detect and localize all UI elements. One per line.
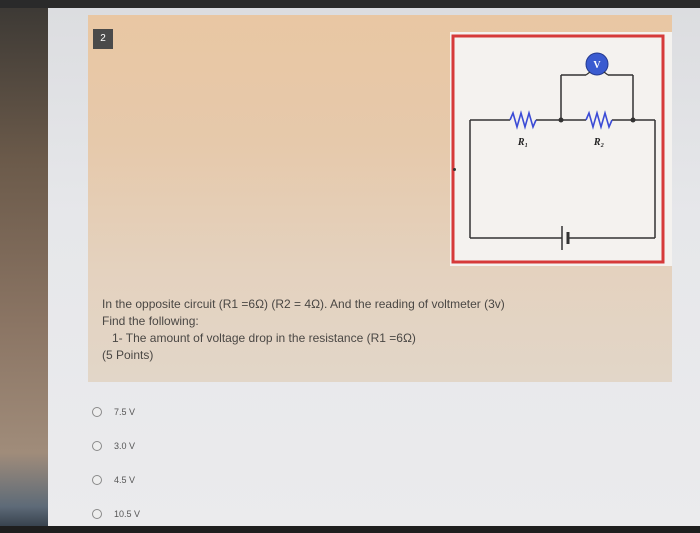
voltmeter-icon: [585, 52, 609, 76]
question-points: (5 Points): [102, 348, 154, 362]
question-line-2: Find the following:: [102, 314, 199, 328]
option-4[interactable]: 10.5 V: [92, 506, 140, 522]
radio-button[interactable]: [92, 441, 102, 451]
option-label: 7.5 V: [114, 407, 136, 417]
circuit-diagram: V R₁ R₂: [450, 32, 672, 266]
resistor-r1: [509, 110, 537, 130]
voltmeter-lead-right: [603, 71, 609, 76]
option-label: 3.0 V: [114, 441, 136, 451]
radio-button[interactable]: [92, 407, 102, 417]
question-number-badge: 2: [93, 29, 113, 49]
radio-button[interactable]: [92, 509, 102, 519]
question-line-3: 1- The amount of voltage drop in the res…: [112, 331, 416, 345]
voltmeter-lead-left: [585, 71, 591, 76]
question-text: In the opposite circuit (R1 =6Ω) (R2 = 4…: [102, 296, 572, 364]
circuit-svg: V R₁ R₂: [451, 34, 665, 264]
option-label: 4.5 V: [114, 475, 136, 485]
voltmeter-label: V: [593, 60, 601, 71]
option-1[interactable]: 7.5 V: [92, 404, 135, 420]
diagram-frame: [451, 34, 665, 264]
option-2[interactable]: 3.0 V: [92, 438, 135, 454]
radio-button[interactable]: [92, 475, 102, 485]
resistor-r2: [585, 110, 613, 130]
r1-label: R₁: [517, 137, 528, 148]
browser-top-bar: [0, 0, 700, 8]
option-label: 10.5 V: [114, 509, 141, 519]
question-line-1: In the opposite circuit (R1 =6Ω) (R2 = 4…: [102, 297, 505, 311]
r2-label: R₂: [593, 137, 604, 148]
option-3[interactable]: 4.5 V: [92, 472, 135, 488]
diagram-marker-dot: [453, 168, 456, 171]
screen-bottom-bezel: [0, 526, 700, 533]
background-desk: [0, 0, 52, 533]
